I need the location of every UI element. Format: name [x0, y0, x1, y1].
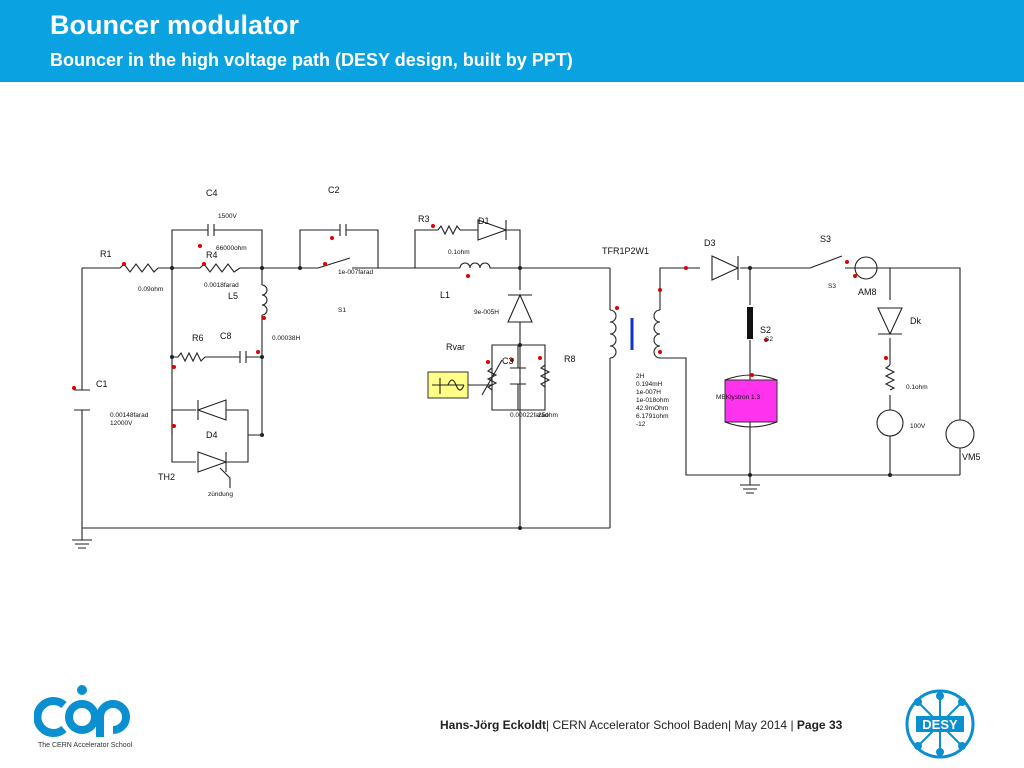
r1-resistor-symbol: [119, 263, 159, 273]
r8-resistor-symbol: [539, 364, 551, 388]
value-tfr-5: 42.9mOhm: [636, 405, 668, 412]
label-c3: C3: [502, 356, 514, 366]
label-r6: R6: [192, 333, 204, 343]
th2-thyristor-symbol: [197, 451, 231, 488]
s1-switch-symbol: [317, 257, 351, 269]
label-c2: C2: [328, 185, 340, 195]
s2-switch-symbol: [747, 307, 753, 339]
footer-separator: |: [546, 718, 550, 732]
rvar-variable-resistor-symbol: [481, 359, 503, 396]
footer-date: May 2014: [734, 718, 788, 732]
label-r1: R1: [100, 249, 112, 259]
value-r1-ohm: 0.09ohm: [138, 286, 163, 293]
value-c1-farad: 0.00148farad: [110, 412, 149, 419]
series-diode-symbol: [507, 293, 533, 323]
value-c2-farad: 1e-007farad: [338, 269, 373, 276]
label-d1: D1: [478, 216, 490, 226]
probe-markers: [72, 224, 888, 428]
l5-inductor-symbol: [261, 284, 268, 316]
voltage-source-symbol: [876, 409, 904, 437]
value-l5-henry: 0.00038H: [272, 335, 300, 342]
klystron-symbol: [724, 374, 778, 428]
l1-inductor-symbol: [459, 262, 495, 269]
s3-switch-symbol: [809, 255, 843, 269]
value-tfr-1: 2H: [636, 373, 645, 380]
label-r4: R4: [206, 250, 218, 260]
label-c1: C1: [96, 379, 108, 389]
label-klystron: MBKlystron 1.3: [716, 394, 760, 401]
vm5-voltmeter-symbol: [945, 419, 975, 449]
value-r3-ohm: 0.1ohm: [448, 249, 470, 256]
value-s3: S3: [828, 283, 836, 290]
c4-capacitor-symbol: [207, 224, 215, 236]
label-c8: C8: [220, 331, 232, 341]
footer-page-number: Page 33: [796, 718, 843, 732]
value-source-voltage: 100V: [910, 423, 926, 430]
footer-separator: |: [790, 718, 794, 732]
label-d3: D3: [704, 238, 716, 248]
r4-resistor-symbol: [199, 263, 241, 273]
d1-diode-symbol: [477, 219, 508, 241]
value-l1-henry: 9e-005H: [474, 309, 499, 316]
r6-resistor-symbol: [177, 351, 206, 363]
value-rk-ohm: 0.1ohm: [906, 384, 928, 391]
label-l1: L1: [440, 290, 450, 300]
footer-separator: |: [727, 718, 732, 732]
desy-logo-text: DESY: [922, 717, 958, 732]
c3-capacitor-symbol: [510, 367, 526, 385]
slide-title: Bouncer modulator: [50, 10, 300, 40]
label-l5: L5: [228, 291, 238, 301]
label-d4: D4: [206, 430, 218, 440]
label-r8: R8: [564, 354, 576, 364]
c1-capacitor-symbol: [74, 389, 90, 411]
slide-subtitle: Bouncer in the high voltage path (DESY d…: [50, 50, 573, 70]
label-th2: TH2: [158, 472, 175, 482]
r3-resistor-symbol: [437, 224, 461, 236]
value-r8-ohm: 25ohm: [538, 412, 558, 419]
wiring: [72, 229, 961, 549]
rk-resistor-symbol: [884, 364, 896, 391]
function-generator-icon: [427, 371, 492, 399]
am8-ammeter-symbol: [854, 256, 878, 280]
circuit-schematic: C4 C2 R3 D1 R1 R4 L5 L1 TFR1P2W1 D3 S3 A…: [72, 185, 981, 549]
cas-caption: The CERN Accelerator School: [38, 742, 133, 749]
label-am8: AM8: [858, 287, 877, 297]
value-r4-ohm: 66000ohm: [216, 245, 247, 252]
label-rvar: Rvar: [446, 342, 465, 352]
label-r3: R3: [418, 214, 430, 224]
dk-diode-symbol: [877, 307, 903, 336]
label-c4: C4: [206, 188, 218, 198]
c2-capacitor-symbol: [339, 224, 347, 236]
value-tfr-7: -12: [636, 421, 646, 428]
label-s3: S3: [820, 234, 831, 244]
transformer-symbol: [609, 309, 661, 359]
value-c3-farad: 0.00022farad: [510, 412, 549, 419]
junction-dots: [170, 266, 892, 530]
value-c1-voltage: 12000V: [110, 420, 133, 427]
value-tfr-6: 6.1791ohm: [636, 413, 669, 420]
value-r4-farad: 0.0018farad: [204, 282, 239, 289]
footer-event: CERN Accelerator School Baden: [552, 718, 728, 732]
label-s2: S2: [760, 325, 771, 335]
value-tfr-3: 1e-007H: [636, 389, 661, 396]
value-s2: S2: [765, 336, 773, 343]
value-s1: S1: [338, 307, 346, 314]
value-tfr-4: 1e-018ohm: [636, 397, 669, 404]
footer-author: Hans-Jörg Eckoldt: [440, 718, 547, 732]
desy-logo: DESY: [905, 689, 975, 759]
label-vm5: VM5: [962, 452, 981, 462]
label-dk: Dk: [910, 316, 921, 326]
value-c4-voltage: 1500V: [218, 213, 237, 220]
label-tfr: TFR1P2W1: [602, 246, 649, 256]
c8-capacitor-symbol: [239, 351, 247, 363]
cas-logo: [34, 685, 130, 737]
d3-diode-symbol: [711, 255, 740, 281]
title-bar: Bouncer modulator Bouncer in the high vo…: [0, 0, 1024, 82]
d4-diode-symbol: [196, 399, 227, 421]
value-th2-trigger: zündung: [208, 491, 233, 498]
value-tfr-2: 0.194mH: [636, 381, 663, 388]
slide-footer: Hans-Jörg Eckoldt| CERN Accelerator Scho…: [440, 718, 842, 732]
